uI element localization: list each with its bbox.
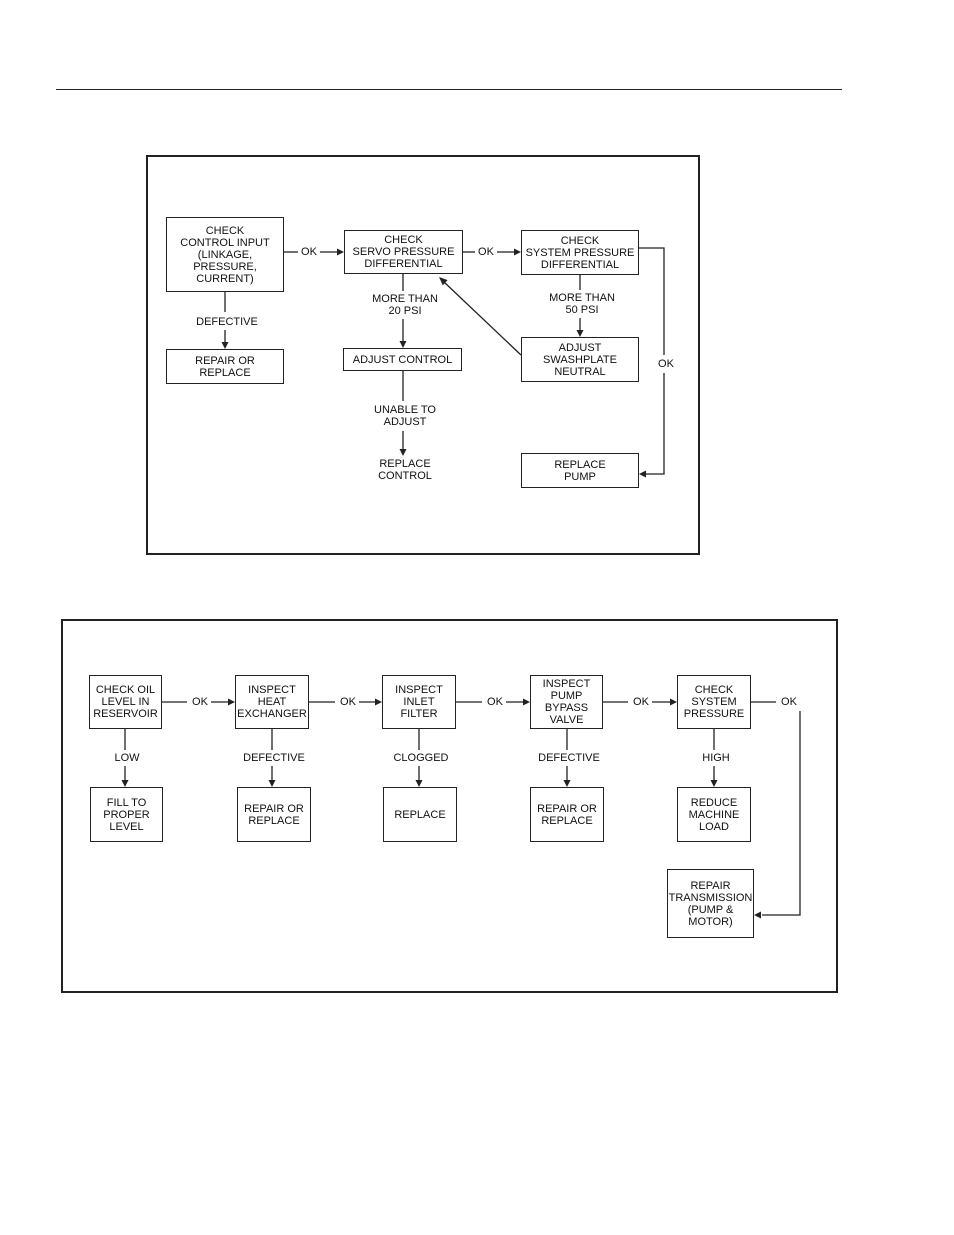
repair-or-replace-box-2: REPAIR OR REPLACE <box>237 787 311 842</box>
inspect-inlet-filter-box: INSPECT INLET FILTER <box>382 675 456 729</box>
ok-label: OK <box>630 696 652 708</box>
replace-control-label: REPLACE CONTROL <box>358 458 452 482</box>
low-label: LOW <box>100 752 154 764</box>
ok-label: OK <box>298 246 320 258</box>
check-oil-level-box: CHECK OIL LEVEL IN RESERVOIR <box>89 675 162 729</box>
reduce-machine-load-box: REDUCE MACHINE LOAD <box>677 787 751 842</box>
arrowhead <box>576 330 584 337</box>
arrowhead <box>754 911 761 919</box>
defective-label: DEFECTIVE <box>185 316 269 328</box>
flowchart-2-frame <box>61 619 838 993</box>
fill-to-proper-level-box: FILL TO PROPER LEVEL <box>90 787 163 842</box>
arrowhead <box>375 698 382 706</box>
arrowhead <box>121 780 129 787</box>
check-control-input-box: CHECK CONTROL INPUT (LINKAGE, PRESSURE, … <box>166 217 284 292</box>
arrowhead <box>399 341 407 348</box>
header-rule <box>56 89 842 90</box>
ok-label: OK <box>484 696 506 708</box>
check-system-pressure-box-2: CHECK SYSTEM PRESSURE <box>677 675 751 729</box>
connector-line <box>443 281 522 356</box>
repair-transmission-box: REPAIR TRANSMISSION (PUMP & MOTOR) <box>667 869 754 938</box>
inspect-heat-exchanger-box: INSPECT HEAT EXCHANGER <box>235 675 309 729</box>
arrowhead <box>399 449 407 456</box>
arrowhead <box>228 698 235 706</box>
ok-label: OK <box>778 696 800 708</box>
ok-label: OK <box>475 246 497 258</box>
arrowhead <box>639 470 646 478</box>
repair-or-replace-box-3: REPAIR OR REPLACE <box>530 787 604 842</box>
clogged-label: CLOGGED <box>384 752 458 764</box>
arrowhead <box>514 248 521 256</box>
check-servo-pressure-box: CHECK SERVO PRESSURE DIFFERENTIAL <box>344 230 463 274</box>
repair-or-replace-box: REPAIR OR REPLACE <box>166 349 284 384</box>
connector-line <box>638 247 665 355</box>
arrowhead <box>337 248 344 256</box>
connector-line <box>645 373 665 475</box>
replace-box: REPLACE <box>383 787 457 842</box>
defective-label: DEFECTIVE <box>527 752 611 764</box>
high-label: HIGH <box>692 752 740 764</box>
more-than-50-psi-label: MORE THAN 50 PSI <box>540 292 624 316</box>
connector-line <box>762 711 801 916</box>
flowchart-1-frame <box>146 155 700 555</box>
ok-label: OK <box>655 358 677 370</box>
unable-to-adjust-label: UNABLE TO ADJUST <box>363 404 447 428</box>
ok-label: OK <box>189 696 211 708</box>
arrowhead <box>268 780 276 787</box>
arrowhead <box>221 342 229 349</box>
arrowhead <box>523 698 530 706</box>
inspect-pump-bypass-valve-box: INSPECT PUMP BYPASS VALVE <box>530 675 603 729</box>
arrowhead <box>439 277 448 286</box>
defective-label: DEFECTIVE <box>232 752 316 764</box>
check-system-pressure-box: CHECK SYSTEM PRESSURE DIFFERENTIAL <box>521 230 639 275</box>
arrowhead <box>415 780 423 787</box>
adjust-swashplate-box: ADJUST SWASHPLATE NEUTRAL <box>521 337 639 382</box>
more-than-20-psi-label: MORE THAN 20 PSI <box>363 293 447 317</box>
arrowhead <box>710 780 718 787</box>
arrowhead <box>670 698 677 706</box>
arrowhead <box>563 780 571 787</box>
replace-pump-box: REPLACE PUMP <box>521 453 639 488</box>
adjust-control-box: ADJUST CONTROL <box>343 348 462 371</box>
ok-label: OK <box>337 696 359 708</box>
